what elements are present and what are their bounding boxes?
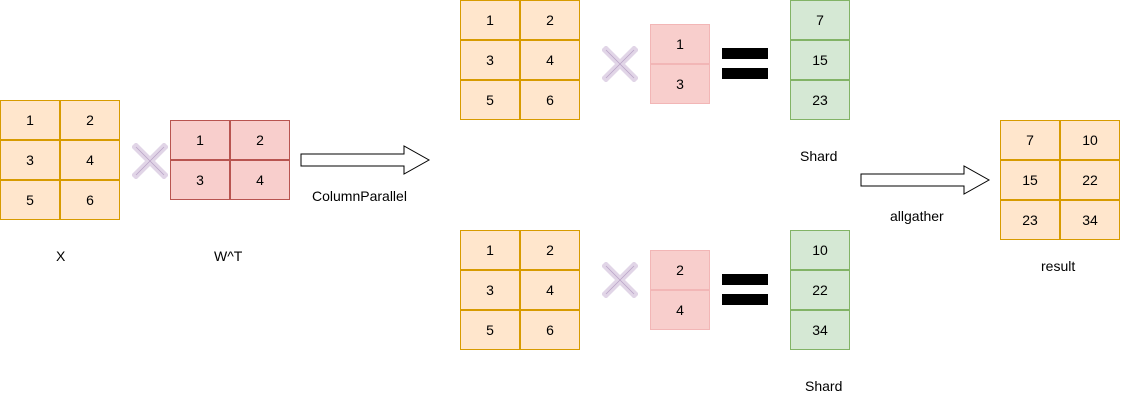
matrix-cell: 34 [790,310,850,350]
multiply-icon [602,46,638,82]
matrix-cell: 2 [520,230,580,270]
equals-icon [722,272,768,308]
matrix-cell: 23 [1000,200,1060,240]
matrix-cell: 4 [650,290,710,330]
bottom-shard: 10 22 34 [790,230,850,350]
top-w-column: 1 3 [650,24,710,104]
matrix-cell: 6 [520,310,580,350]
matrix-cell: 10 [790,230,850,270]
matrix-cell: 4 [230,160,290,200]
matrix-cell: 4 [520,40,580,80]
matrix-cell: 6 [520,80,580,120]
column-parallel-label: ColumnParallel [312,188,407,204]
matrix-cell: 7 [790,0,850,40]
matrix-cell: 2 [520,0,580,40]
matrix-cell: 34 [1060,200,1120,240]
matrix-cell: 3 [460,270,520,310]
top-x-matrix: 1 2 3 4 5 6 [460,0,580,120]
matrix-cell: 3 [650,64,710,104]
matrix-cell: 10 [1060,120,1120,160]
matrix-cell: 15 [790,40,850,80]
matrix-cell: 22 [1060,160,1120,200]
bottom-x-matrix: 1 2 3 4 5 6 [460,230,580,350]
result-matrix: 7 10 15 22 23 34 [1000,120,1120,240]
matrix-cell: 23 [790,80,850,120]
result-label: result [1041,258,1076,274]
matrix-cell: 4 [60,140,120,180]
multiply-icon [132,143,168,179]
matrix-cell: 1 [170,120,230,160]
matrix-cell: 6 [60,180,120,220]
matrix-cell: 1 [460,0,520,40]
matrix-cell: 2 [650,250,710,290]
matrix-cell: 3 [170,160,230,200]
matrix-cell: 5 [460,80,520,120]
equals-icon [722,46,768,82]
matrix-cell: 3 [0,140,60,180]
matrix-cell: 3 [460,40,520,80]
matrix-cell: 1 [650,24,710,64]
matrix-cell: 5 [460,310,520,350]
bottom-w-column: 2 4 [650,250,710,330]
x-matrix: 1 2 3 4 5 6 [0,100,120,220]
allgather-label: allgather [890,208,944,224]
wt-matrix-label: W^T [214,248,243,264]
wt-matrix: 1 2 3 4 [170,120,290,200]
multiply-icon [602,262,638,298]
matrix-cell: 1 [0,100,60,140]
top-shard: 7 15 23 [790,0,850,120]
top-shard-label: Shard [800,148,838,164]
matrix-cell: 7 [1000,120,1060,160]
arrow-right-icon [860,164,992,196]
arrow-right-icon [300,144,432,176]
matrix-cell: 15 [1000,160,1060,200]
matrix-cell: 2 [60,100,120,140]
matrix-cell: 5 [0,180,60,220]
matrix-cell: 22 [790,270,850,310]
x-matrix-label: X [56,248,66,264]
matrix-cell: 1 [460,230,520,270]
bottom-shard-label: Shard [805,378,843,394]
matrix-cell: 2 [230,120,290,160]
matrix-cell: 4 [520,270,580,310]
